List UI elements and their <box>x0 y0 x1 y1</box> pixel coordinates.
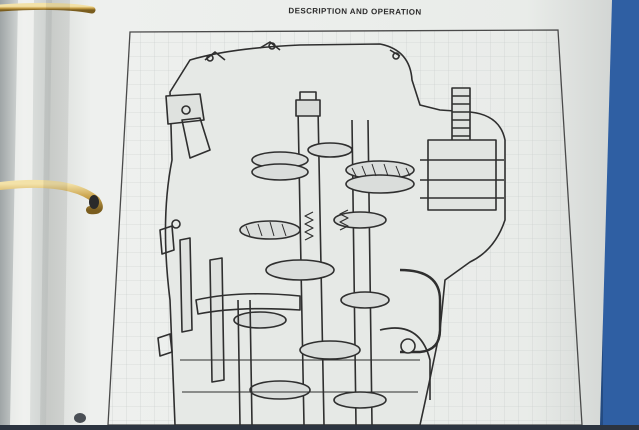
binder-ring-top <box>0 2 96 14</box>
gutter-shadow <box>40 0 70 425</box>
binder-ring-middle <box>0 179 103 215</box>
transmission-cutaway-drawing <box>157 41 506 426</box>
page-edge-highlight <box>10 0 34 425</box>
binder-hole-bottom <box>74 413 86 423</box>
